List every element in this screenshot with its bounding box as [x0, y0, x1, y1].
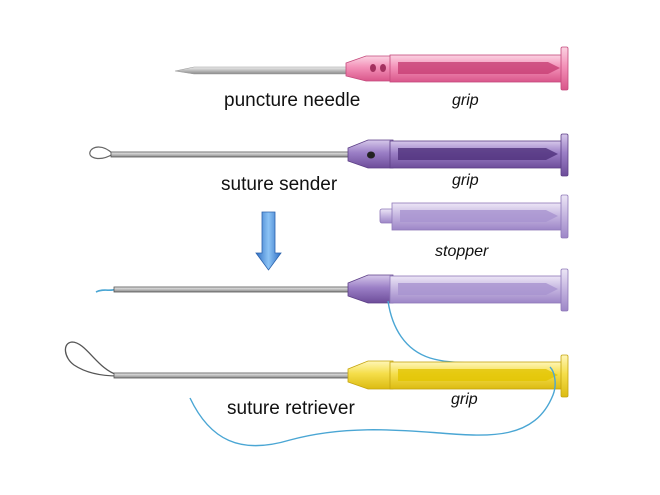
- assembled-sender: [95, 268, 569, 365]
- label-puncture-needle: puncture needle: [224, 90, 361, 111]
- suture-retriever: [64, 341, 569, 447]
- suture-thread: [387, 300, 486, 365]
- sender-shaft: [110, 151, 357, 158]
- stopper-flange: [560, 194, 569, 239]
- sender-loop: [89, 146, 114, 160]
- label-grip-3: grip: [451, 391, 478, 408]
- label-grip-1: grip: [452, 92, 479, 109]
- puncture-needle: [174, 46, 569, 91]
- assembled-hub: [347, 274, 394, 304]
- assembled-flange: [560, 268, 569, 312]
- pink-grip-flange: [560, 46, 569, 91]
- suture-sender: [89, 133, 569, 177]
- yellow-grip-flange: [560, 354, 569, 398]
- suture-tip: [95, 288, 117, 293]
- label-suture-sender: suture sender: [221, 174, 338, 195]
- retriever-shaft: [113, 372, 359, 379]
- label-suture-retriever: suture retriever: [227, 398, 355, 419]
- purple-grip-flange: [560, 133, 569, 177]
- assembled-shaft: [113, 286, 358, 293]
- yellow-hub: [347, 360, 394, 390]
- needle-shaft: [174, 66, 351, 75]
- retriever-loop: [64, 341, 119, 377]
- retriever-suture: [189, 366, 556, 447]
- label-grip-2: grip: [452, 172, 479, 189]
- stopper: [379, 194, 569, 239]
- label-stopper: stopper: [435, 243, 489, 260]
- down-arrow: [255, 211, 282, 271]
